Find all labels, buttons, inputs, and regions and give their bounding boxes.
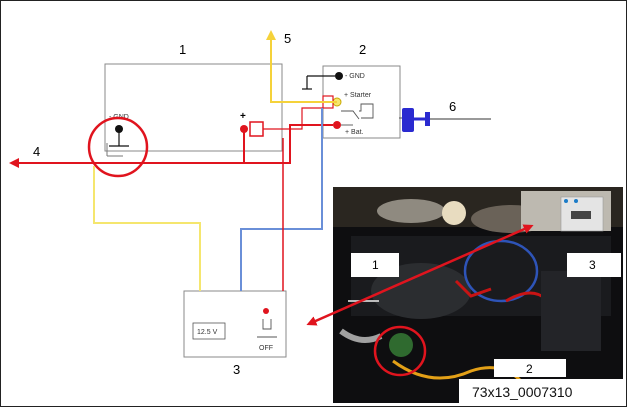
box2-relay-switch (341, 103, 374, 120)
callout-5: 5 (284, 31, 291, 46)
callout-1: 1 (179, 42, 186, 57)
box1-plus-label: + (240, 111, 246, 122)
box-3 (183, 290, 287, 358)
voltage-display (192, 322, 226, 340)
callout-3: 3 (233, 362, 240, 377)
wire-blue-box3 (240, 108, 323, 291)
image-code-box (459, 379, 623, 403)
photo-label-1: 1 (372, 258, 379, 272)
photo-label-3: 3 (589, 258, 596, 272)
box2-bat-label: + Bat. (345, 129, 364, 136)
photo-label-2: 2 (526, 362, 533, 376)
photo-ground-point (389, 333, 413, 357)
box2-gnd-terminal (335, 72, 343, 80)
box2-starter-label: + Starter (344, 92, 372, 99)
photo-highlight-circle (373, 325, 427, 377)
wire-relay-red (263, 107, 323, 130)
image-code: 73x13_0007310 (472, 384, 573, 400)
callout-2: 2 (359, 42, 366, 57)
box3-indicator-led (263, 308, 269, 314)
off-switch-label: OFF (259, 345, 273, 352)
off-switch-symbol (257, 319, 277, 338)
link-arrow (306, 224, 534, 326)
highlight-circle (87, 116, 149, 178)
photo-label-2-box (494, 359, 566, 377)
wire-yellow-box3 (93, 166, 201, 291)
voltage-display-value: 12.5 V (197, 329, 218, 336)
box1-relay (249, 121, 264, 137)
wire-battery-red (244, 124, 333, 164)
callout-6: 6 (449, 99, 456, 114)
box-1 (104, 63, 283, 152)
photo-label-3-box (567, 253, 621, 277)
connector-6 (402, 108, 414, 132)
wire-5-yellow (266, 30, 337, 103)
callout-4: 4 (33, 144, 40, 159)
box2-gnd-label: - GND (345, 73, 365, 80)
box2-bat-terminal (333, 121, 341, 129)
